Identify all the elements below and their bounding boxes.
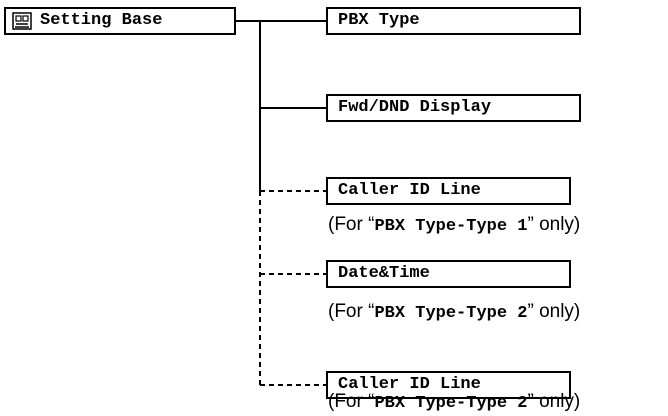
note-value: PBX Type-Type 2 bbox=[374, 394, 528, 413]
caller-id-line-note-2: (For “PBX Type-Type 2” only) bbox=[328, 391, 581, 413]
note-value: PBX Type-Type 1 bbox=[374, 217, 528, 236]
fwd-dnd-display-label: Fwd/DND Display bbox=[338, 98, 492, 117]
date-time-note: (For “PBX Type-Type 2” only) bbox=[328, 301, 581, 323]
pbx-type-label: PBX Type bbox=[338, 11, 420, 30]
caller-id-line-box-1: Caller ID Line bbox=[326, 177, 571, 205]
date-time-label: Date&Time bbox=[338, 264, 430, 283]
fwd-dnd-display-box: Fwd/DND Display bbox=[326, 94, 581, 122]
caller-id-line-label-1: Caller ID Line bbox=[338, 181, 481, 200]
note-value: PBX Type-Type 2 bbox=[374, 304, 528, 323]
setting-base-label: Setting Base bbox=[40, 11, 163, 30]
caller-id-line-box-2: Caller ID Line bbox=[326, 371, 571, 399]
base-unit-icon bbox=[12, 12, 32, 30]
caller-id-line-note-1: (For “PBX Type-Type 1” only) bbox=[328, 214, 581, 236]
caller-id-line-label-2: Caller ID Line bbox=[338, 375, 481, 394]
setting-base-box: Setting Base bbox=[4, 7, 236, 35]
date-time-box: Date&Time bbox=[326, 260, 571, 288]
pbx-type-box: PBX Type bbox=[326, 7, 581, 35]
